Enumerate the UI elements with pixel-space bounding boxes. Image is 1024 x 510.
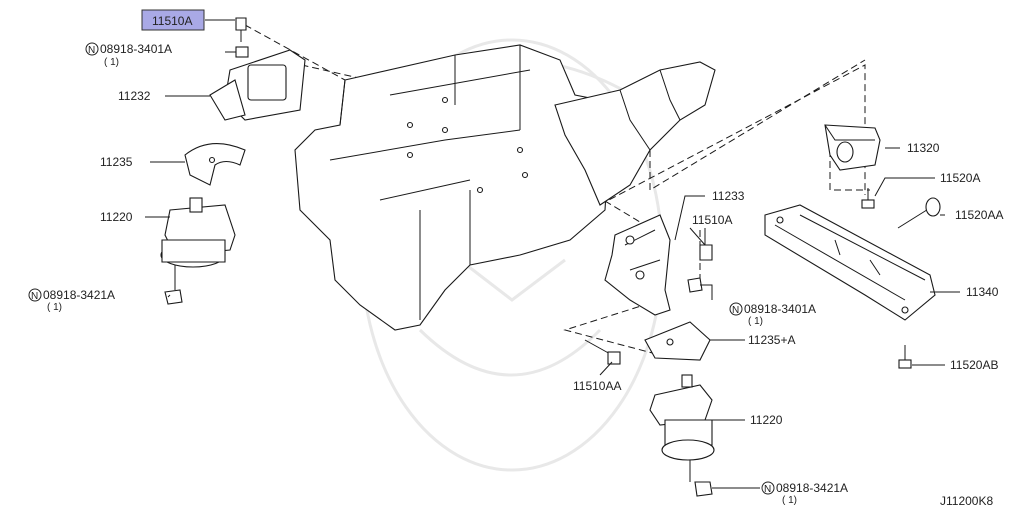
bolts-11520 <box>861 188 941 369</box>
rear-mount-11320 <box>824 124 881 171</box>
label-11233[interactable]: 11233 <box>712 189 745 203</box>
engine-mount-right <box>649 374 715 497</box>
label-08918-3401A-top[interactable]: 08918-3401A <box>100 42 172 56</box>
highlight-box <box>141 9 205 31</box>
transmission <box>554 61 716 206</box>
n-symbol: N <box>31 291 38 302</box>
n-circle-icon <box>729 302 743 316</box>
n-symbol: N <box>732 305 739 316</box>
label-11520AB[interactable]: 11520AB <box>950 358 999 372</box>
label-11235[interactable]: 11235 <box>100 155 133 169</box>
label-08918-3401A-mid[interactable]: 08918-3401A <box>744 302 816 316</box>
label-leaders <box>145 19 960 489</box>
label-08918-3421A-right[interactable]: 08918-3421A <box>776 481 848 495</box>
label-11232[interactable]: 11232 <box>118 89 151 103</box>
label-11235A[interactable]: 11235+A <box>748 333 796 347</box>
n-circle-icon <box>28 288 42 302</box>
label-11510A-mid[interactable]: 11510A <box>692 213 732 227</box>
label-qty-mid: ( 1) <box>748 316 763 327</box>
label-11510AA[interactable]: 11510AA <box>573 379 622 393</box>
label-11520AA[interactable]: 11520AA <box>955 208 1004 222</box>
engine-block <box>294 44 611 331</box>
diagram-code: J11200K8 <box>940 494 993 508</box>
n-circle-icon <box>761 481 775 495</box>
n-symbol: N <box>88 45 95 56</box>
crossmember-11340 <box>764 204 936 321</box>
n-circle-icon <box>85 42 99 56</box>
insulator-cap-11235 <box>184 143 246 186</box>
label-qty-left: ( 1) <box>47 302 62 313</box>
bracket-11233 <box>604 214 713 316</box>
bolt-11510AA <box>584 339 621 365</box>
label-11320[interactable]: 11320 <box>907 141 940 155</box>
n-symbol: N <box>764 484 771 495</box>
bracket-11232 <box>209 17 306 121</box>
label-11510A-top[interactable]: 11510A <box>152 14 192 28</box>
label-08918-3421A-left[interactable]: 08918-3421A <box>43 288 115 302</box>
label-qty-right: ( 1) <box>782 495 797 506</box>
label-11220-right[interactable]: 11220 <box>750 413 783 427</box>
label-11520A[interactable]: 11520A <box>940 171 980 185</box>
label-11340[interactable]: 11340 <box>966 285 999 299</box>
label-qty-top: ( 1) <box>104 57 119 68</box>
insulator-cap-11235A <box>644 321 711 361</box>
engine-mount-left <box>160 197 236 305</box>
label-11220-left[interactable]: 11220 <box>100 210 133 224</box>
